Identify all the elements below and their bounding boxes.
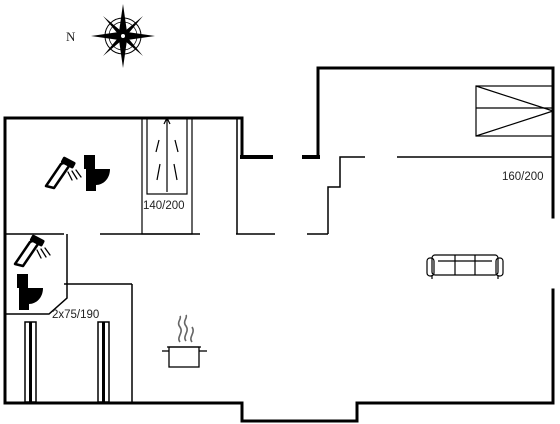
compass: N [66,4,155,68]
shower-icon [44,156,82,190]
compass-rose-icon [91,4,155,68]
shower-bed-label: 140/200 [143,200,185,212]
cooking-pot-icon [162,314,207,368]
double-bed-label: 160/200 [502,171,544,183]
bunk-bed-label: 2x75/190 [52,309,99,321]
bed-icon [475,85,554,137]
compass-north-label: N [66,29,76,44]
sofa-icon [426,254,504,279]
toilet-icon [17,274,43,310]
exterior-walls [3,66,555,423]
shower-icon [13,234,51,268]
bunk-bed [24,321,110,403]
toilet-icon [84,155,110,191]
shower-cabinet [141,116,193,235]
